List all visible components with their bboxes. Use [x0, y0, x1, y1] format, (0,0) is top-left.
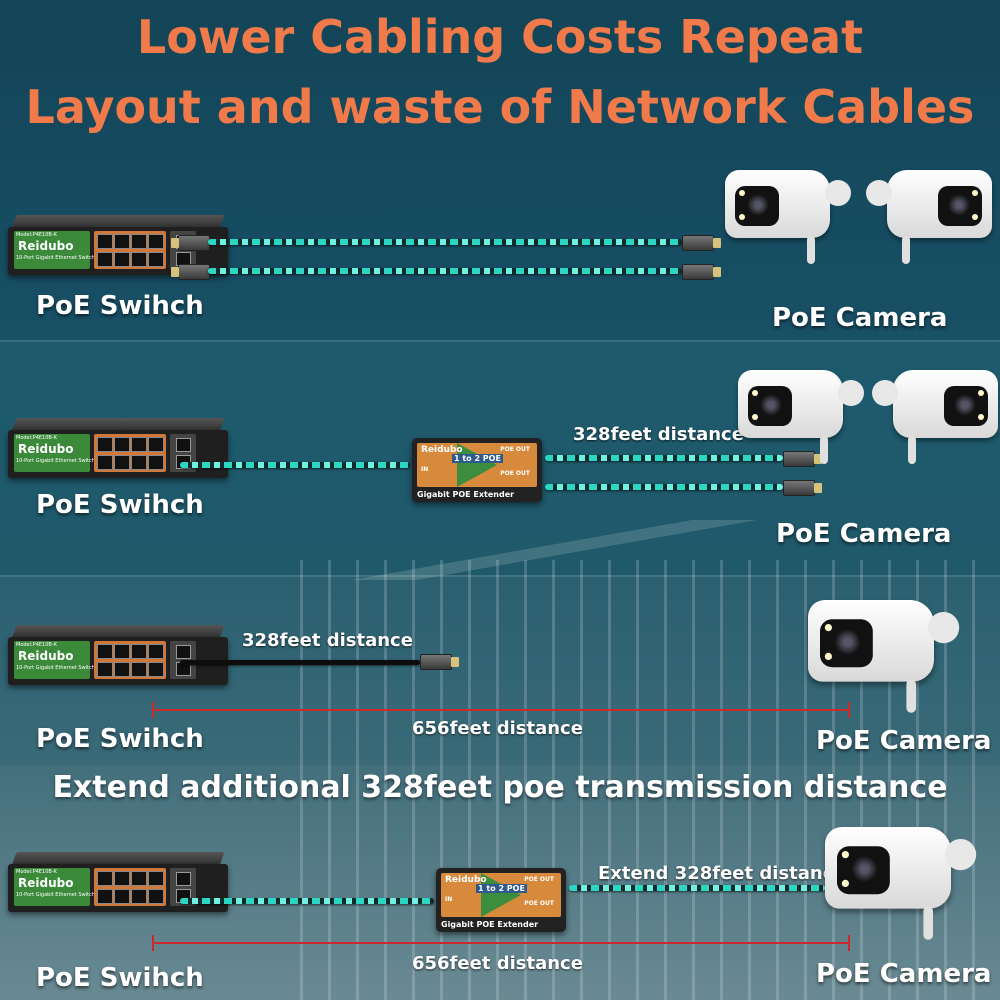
rj45-plug [783, 480, 822, 496]
rj45-plug [682, 264, 721, 280]
poe-switch: Model:P4E10B-K Reidubo 10-Port Gigabit E… [8, 625, 228, 685]
extender-output-label: POE OUT [524, 900, 554, 907]
switch-brand: Reidubo [18, 649, 74, 663]
distance-label: 656feet distance [412, 718, 583, 739]
section-divider [0, 575, 1000, 577]
extender-output-label: POE OUT [500, 446, 530, 453]
switch-description: 10-Port Gigabit Ethernet Switch with 8-P… [16, 892, 135, 898]
switch-label: PoE Swihch [36, 490, 204, 520]
extender-input-label: IN [445, 896, 453, 903]
poe-camera-icon [825, 815, 981, 940]
poe-camera-icon [738, 360, 868, 464]
poe-camera-icon [808, 588, 964, 713]
switch-label: PoE Swihch [36, 724, 204, 754]
switch-model: Model:P4E10B-K [16, 435, 57, 441]
extender-input-label: IN [421, 466, 429, 473]
switch-label: PoE Swihch [36, 291, 204, 321]
rj45-plug [783, 451, 822, 467]
rj45-plug [171, 235, 210, 251]
network-cable [180, 898, 434, 904]
extender-brand: Reidubo [445, 875, 487, 885]
house-roof-background [260, 520, 1000, 580]
extender-type: 1 to 2 POE [452, 454, 503, 463]
distance-label: 328feet distance [242, 630, 413, 651]
poe-switch: Model:P4E10B-K Reidubo 10-Port Gigabit E… [8, 418, 228, 478]
camera-label: PoE Camera [816, 959, 992, 989]
switch-description: 10-Port Gigabit Ethernet Switch with 8-P… [16, 255, 135, 261]
extender-footer: Gigabit POE Extender [441, 920, 539, 929]
rj45-plug [171, 264, 210, 280]
network-cable [180, 462, 410, 468]
extender-type: 1 to 2 POE [476, 884, 527, 893]
switch-description: 10-Port Gigabit Ethernet Switch with 8-P… [16, 458, 135, 464]
extender-output-label: POE OUT [524, 876, 554, 883]
section-direct [0, 0, 1000, 340]
poe-extender: Reidubo 1 to 2 POE IN POE OUT POE OUT Gi… [436, 868, 566, 932]
distance-label: 656feet distance [412, 953, 583, 974]
switch-model: Model:P4E10B-K [16, 642, 57, 648]
network-cable [545, 484, 783, 490]
camera-label: PoE Camera [816, 726, 992, 756]
headline-line-1: Lower Cabling Costs Repeat [136, 10, 864, 64]
distance-label: Extend 328feet distance [598, 863, 846, 884]
switch-label: PoE Swihch [36, 963, 204, 993]
switch-brand: Reidubo [18, 876, 74, 890]
camera-label: PoE Camera [776, 519, 952, 549]
distance-bar [152, 935, 850, 951]
poe-extender: Reidubo 1 to 2 POE IN POE OUT POE OUT Gi… [412, 438, 542, 502]
poe-camera-icon [868, 360, 998, 464]
network-cable [180, 660, 420, 665]
distance-bar [152, 702, 850, 718]
switch-brand: Reidubo [18, 239, 74, 253]
extender-output-label: POE OUT [500, 470, 530, 477]
rj45-plug [420, 654, 459, 670]
switch-description: 10-Port Gigabit Ethernet Switch with 8-P… [16, 665, 135, 671]
extender-footer: Gigabit POE Extender [417, 490, 515, 499]
distance-label: 328feet distance [573, 424, 744, 445]
poe-camera-icon [862, 160, 992, 264]
section-divider [0, 340, 1000, 342]
network-cable [208, 239, 682, 245]
headline-line-2: Layout and waste of Network Cables [25, 80, 975, 134]
rj45-plug [682, 235, 721, 251]
extender-brand: Reidubo [421, 445, 463, 455]
network-cable [208, 268, 682, 274]
switch-model: Model:P4E10B-K [16, 869, 57, 875]
network-cable [545, 455, 783, 461]
switch-model: Model:P4E10B-K [16, 232, 57, 238]
extend-banner: Extend additional 328feet poe transmissi… [52, 770, 948, 805]
poe-camera-icon [725, 160, 855, 264]
network-cable [569, 885, 825, 891]
camera-label: PoE Camera [772, 303, 948, 333]
poe-switch: Model:P4E10B-K Reidubo 10-Port Gigabit E… [8, 852, 228, 912]
switch-brand: Reidubo [18, 442, 74, 456]
